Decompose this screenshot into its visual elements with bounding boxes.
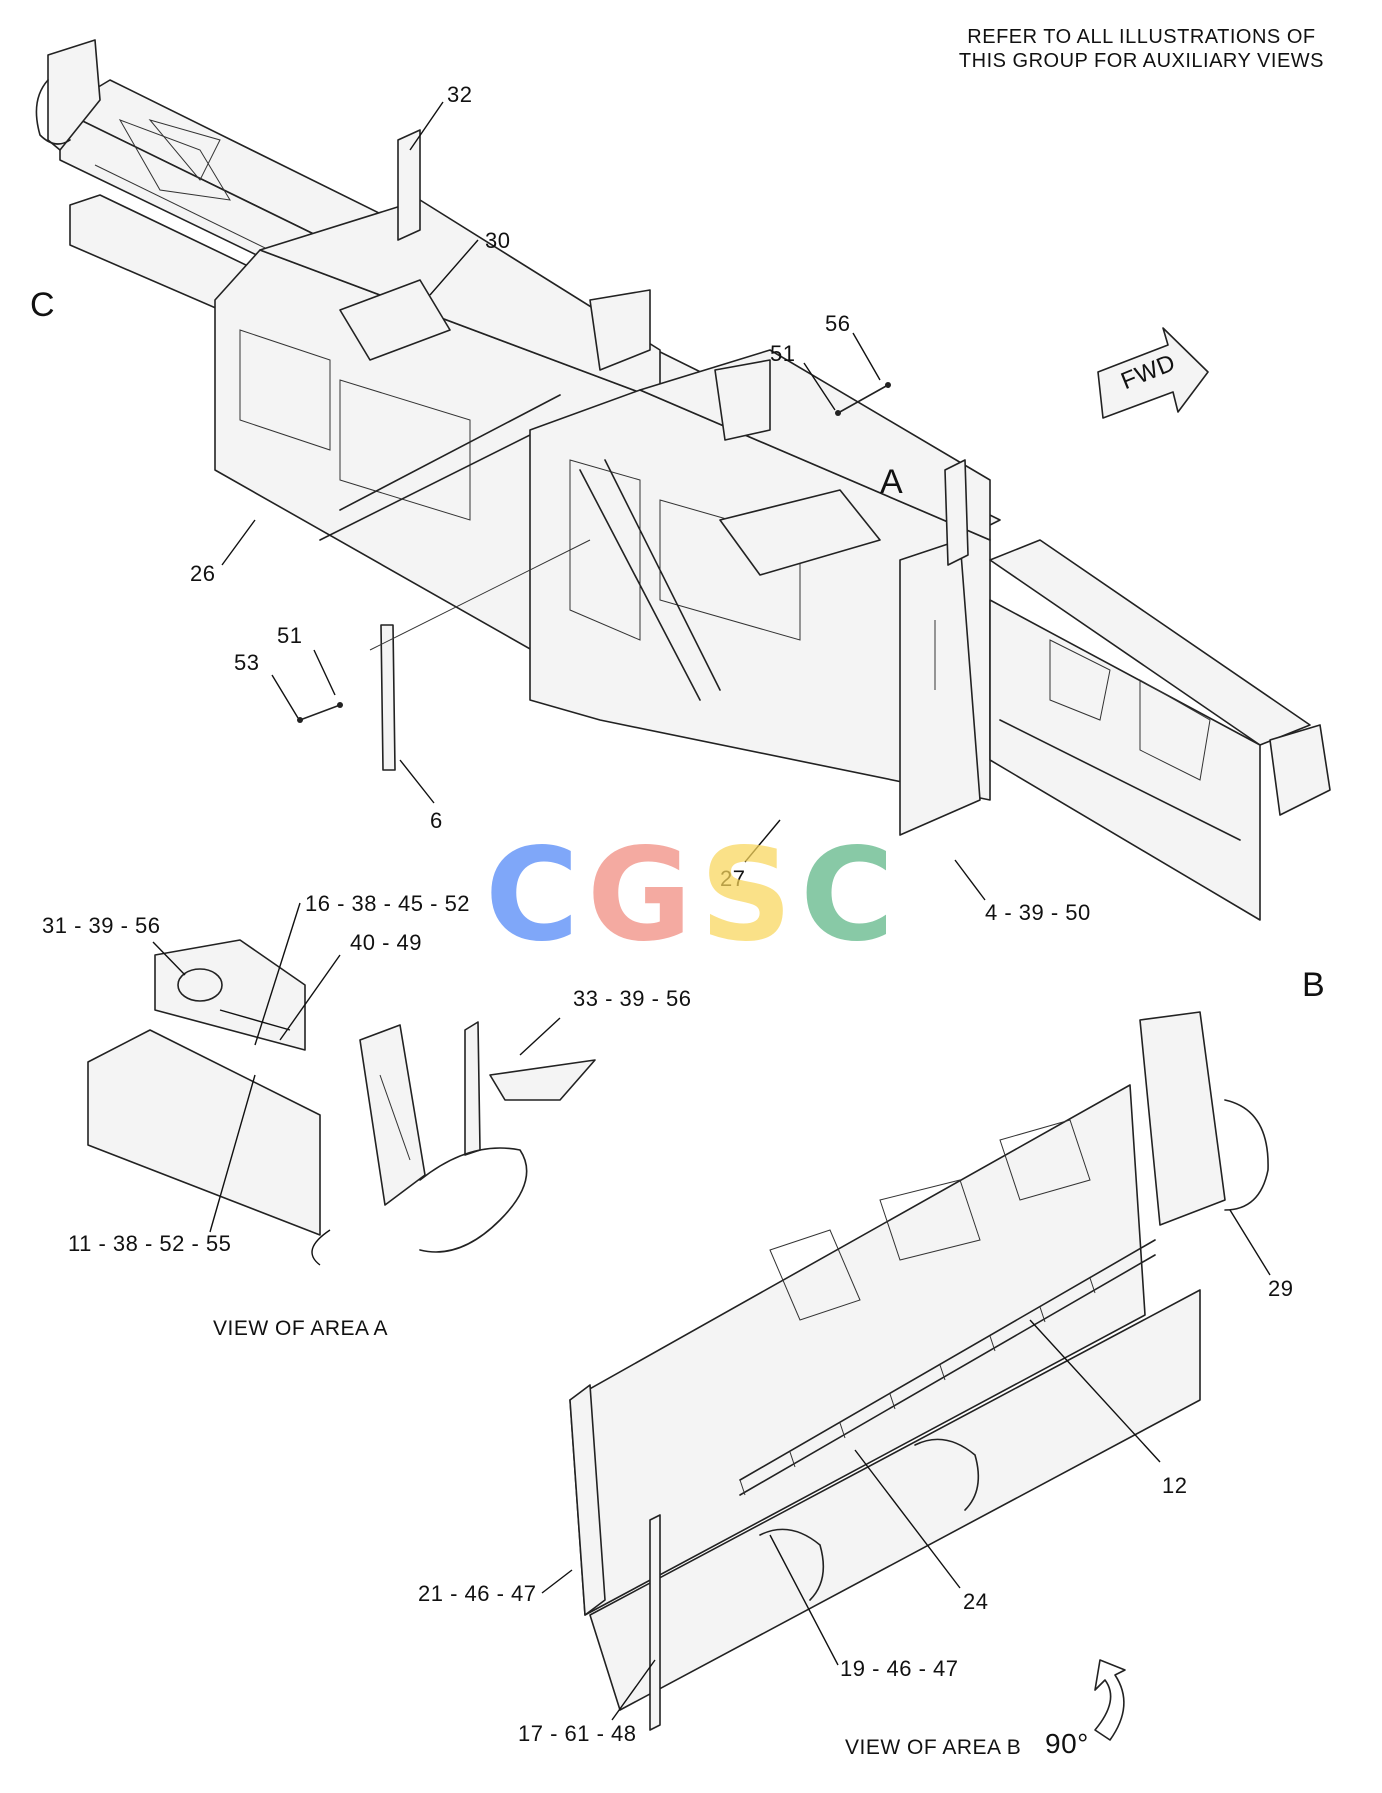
callout-11-38-52-55: 11 - 38 - 52 - 55 [68,1231,232,1256]
area-a-detail-drawing [87,939,596,1266]
callout-27: 27 [720,866,746,891]
callout-30: 30 [485,228,511,253]
watermark-letter-g: G [586,821,700,970]
callout-51-upper: 51 [770,341,796,366]
callout-40-49: 40 - 49 [350,930,422,955]
callout-17-61-48: 17 - 61 - 48 [518,1721,637,1746]
leader-lines [152,101,1271,1721]
callout-51-lower: 51 [277,623,303,648]
area-letter-a: A [880,463,904,501]
callout-12: 12 [1162,1473,1188,1498]
callout-56: 56 [825,311,851,336]
callout-6: 6 [430,808,443,833]
callout-19-46-47: 19 - 46 - 47 [840,1656,959,1681]
callout-53: 53 [234,650,260,675]
area-letter-c: C [30,286,56,324]
callout-16-38-45-52: 16 - 38 - 45 - 52 [305,891,471,916]
note-line-1: REFER TO ALL ILLUSTRATIONS OF [967,26,1316,48]
watermark-letter-c2: C [800,821,903,970]
note-line-2: THIS GROUP FOR AUXILIARY VIEWS [958,50,1324,72]
callout-33-39-56: 33 - 39 - 56 [573,986,692,1011]
cgsc-watermark-logo: CGSC [485,832,902,960]
area-letter-b: B [1302,966,1326,1004]
auxiliary-views-note: REFER TO ALL ILLUSTRATIONS OF THIS GROUP… [959,25,1324,73]
callout-24: 24 [963,1589,989,1614]
fwd-arrow [1097,327,1209,419]
callout-21-46-47: 21 - 46 - 47 [418,1581,537,1606]
view-caption-area-b: VIEW OF AREA B [845,1736,1022,1759]
rotation-90-label: 90° [1045,1728,1089,1759]
callout-4-39-50: 4 - 39 - 50 [985,900,1091,925]
main-frame-drawing [35,39,1331,921]
callout-29: 29 [1268,1276,1294,1301]
view-caption-area-a: VIEW OF AREA A [213,1317,389,1340]
callout-31-39-56: 31 - 39 - 56 [42,913,161,938]
callout-26: 26 [190,561,216,586]
watermark-letter-s: S [700,821,801,970]
watermark-letter-c1: C [485,821,587,970]
callout-32: 32 [447,82,473,107]
area-b-detail-drawing [569,1011,1269,1741]
